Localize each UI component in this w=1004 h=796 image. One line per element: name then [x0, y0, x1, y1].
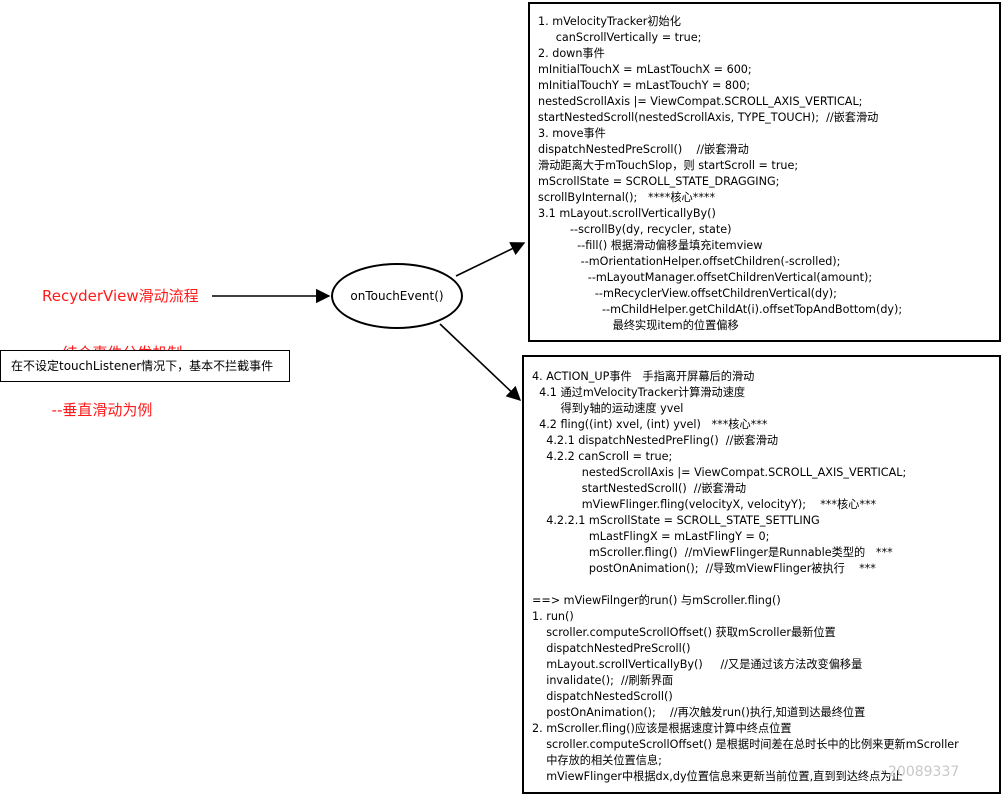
box1-text-line: mInitialTouchY = mLastTouchY = 800;	[538, 79, 751, 92]
box2-text-line: mLastFlingX = mLastFlingY = 0;	[532, 530, 770, 543]
box2-text-line: startNestedScroll() //嵌套滑动	[532, 482, 747, 495]
box1-text-line: startNestedScroll(nestedScrollAxis, TYPE…	[538, 111, 879, 124]
title-line: --垂直滑动为例	[42, 401, 153, 419]
ontouchevent-node: onTouchEvent()	[331, 263, 463, 329]
box1-text-line: 最终实现item的位置偏移	[538, 319, 739, 332]
box2-text-line: 中存放的相关位置信息;	[532, 754, 662, 767]
box2-text-line: mViewFlinger.fling(velocityX, velocityY)…	[532, 498, 877, 511]
box1-text-line: 3. move事件	[538, 127, 606, 140]
arrow-ontouchevent-to-box1	[455, 242, 526, 277]
box1-text-line: --mRecyclerView.offsetChildrenVertical(d…	[538, 287, 837, 300]
box2-text-line: mViewFlinger中根据dx,dy位置信息来更新当前位置,直到到达终点为止	[532, 770, 903, 783]
box2-text-line	[532, 577, 999, 593]
box2-text-line: mScroller.fling() //mViewFlinger是Runnabl…	[532, 546, 893, 559]
box1-text-line: --mLayoutManager.offsetChildrenVertical(…	[538, 271, 873, 284]
box2-text-line: nestedScrollAxis |= ViewCompat.SCROLL_AX…	[532, 466, 907, 479]
box2-text-line: 4.2 fling((int) xvel, (int) yvel) ***核心*…	[532, 418, 768, 431]
arrow-ontouchevent-to-box2	[439, 323, 522, 401]
title-line: RecyderView滑动流程	[42, 287, 199, 305]
box1-text-line: canScrollVertically = true;	[538, 31, 702, 44]
box2-text-line: 4.1 通过mVelocityTracker计算滑动速度	[532, 386, 746, 399]
box1-text-line: dispatchNestedPreScroll() //嵌套滑动	[538, 143, 749, 156]
box2-text-line: postOnAnimation(); //再次触发run()执行,知道到达最终位…	[532, 706, 866, 719]
box2-text-line: 4.2.2 canScroll = true;	[532, 450, 673, 463]
box2-text-line: scroller.computeScrollOffset() 获取mScroll…	[532, 626, 836, 639]
box2-text-line: invalidate(); //刷新界面	[532, 674, 674, 687]
box2-text-line: 4.2.1 dispatchNestedPreFling() //嵌套滑动	[532, 434, 779, 447]
box2-text-line: ==> mViewFilnger的run() 与mScroller.fling(…	[532, 594, 781, 607]
box1-text-line: 2. down事件	[538, 47, 605, 60]
box2-text-line: dispatchNestedPreScroll()	[532, 642, 691, 655]
box1-text-line: 1. mVelocityTracker初始化	[538, 15, 681, 28]
down-move-events-box: 1. mVelocityTracker初始化 canScrollVertical…	[528, 2, 1001, 342]
watermark: 20089337	[888, 764, 960, 780]
box2-text-line: 2. mScroller.fling()应该是根据速度计算中终点位置	[532, 722, 792, 735]
box1-text-line: --scrollBy(dy, recycler, state)	[538, 223, 732, 236]
box1-text-line: nestedScrollAxis |= ViewCompat.SCROLL_AX…	[538, 95, 863, 108]
box1-text-line: mScrollState = SCROLL_STATE_DRAGGING;	[538, 175, 780, 188]
box2-text-line: mLayout.scrollVerticallyBy() //又是通过该方法改变…	[532, 658, 863, 671]
box2-text-line: scroller.computeScrollOffset() 是根据时间差在总时…	[532, 738, 959, 751]
box1-text-line: --mOrientationHelper.offsetChildren(-scr…	[538, 255, 841, 268]
box2-text-line: dispatchNestedScroll()	[532, 690, 673, 703]
box2-text-line: 4. ACTION_UP事件 手指离开屏幕后的滑动	[532, 370, 755, 383]
box2-text-line: 得到y轴的运动速度 yvel	[532, 402, 684, 415]
box2-text-line: postOnAnimation(); //导致mViewFlinger被执行 *…	[532, 562, 876, 575]
box1-text-line: 3.1 mLayout.scrollVerticallyBy()	[538, 207, 716, 220]
box2-text-line: 1. run()	[532, 610, 574, 623]
action-up-fling-box: 4. ACTION_UP事件 手指离开屏幕后的滑动 4.1 通过mVelocit…	[522, 355, 1001, 794]
box1-text-line: 滑动距离大于mTouchSlop，则 startScroll = true;	[538, 159, 799, 172]
box1-text-line: --mChildHelper.getChildAt(i).offsetTopAn…	[538, 303, 903, 316]
box2-text-line: 4.2.2.1 mScrollState = SCROLL_STATE_SETT…	[532, 514, 820, 527]
box1-text-line: scrollByInternal(); ****核心****	[538, 191, 716, 204]
touchlistener-note: 在不设定touchListener情况下，基本不拦截事件	[0, 350, 290, 382]
box1-text-line: --fill() 根据滑动偏移量填充itemview	[538, 239, 763, 252]
ontouchevent-label: onTouchEvent()	[350, 289, 444, 303]
box1-text-line: mInitialTouchX = mLastTouchX = 600;	[538, 63, 752, 76]
